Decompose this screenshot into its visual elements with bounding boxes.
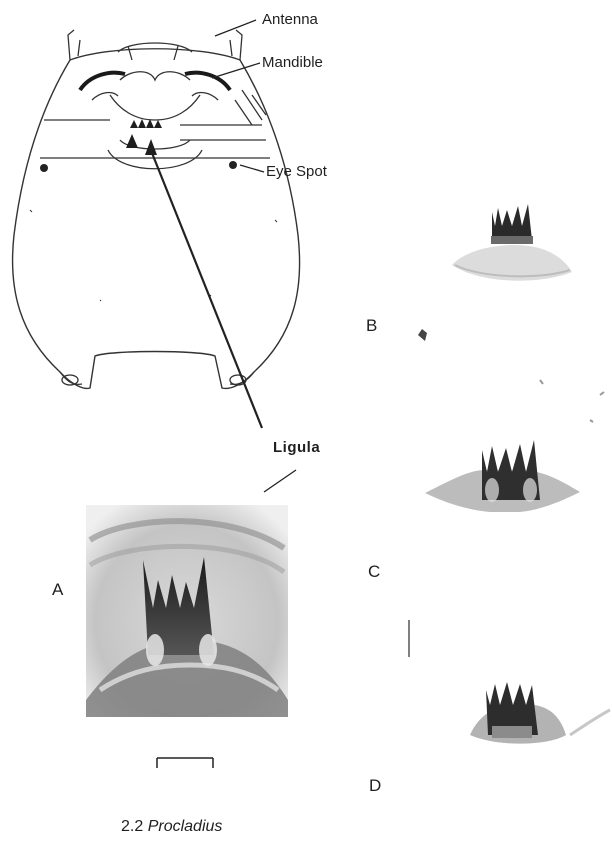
antenna-label: Antenna xyxy=(262,11,318,28)
panel-d-photo xyxy=(409,620,610,744)
scale-bar xyxy=(157,758,213,768)
eye-spot-label: Eye Spot xyxy=(266,163,327,180)
panel-c-letter: C xyxy=(368,562,380,582)
panel-a-letter: A xyxy=(52,580,63,600)
panel-c-photo xyxy=(425,380,604,512)
panel-b-letter: B xyxy=(366,316,377,336)
caption-genus: Procladius xyxy=(148,818,223,835)
figure-caption: 2.2 Procladius xyxy=(121,818,222,836)
panel-d-letter: D xyxy=(369,776,381,796)
ligula-label: Ligula xyxy=(273,439,320,456)
leader-lines xyxy=(150,20,296,492)
caption-number: 2.2 xyxy=(121,818,143,835)
mandible-label: Mandible xyxy=(262,54,323,71)
panel-a-photo xyxy=(86,505,288,717)
panel-b-photo xyxy=(418,204,572,341)
head-capsule-drawing xyxy=(13,30,300,388)
